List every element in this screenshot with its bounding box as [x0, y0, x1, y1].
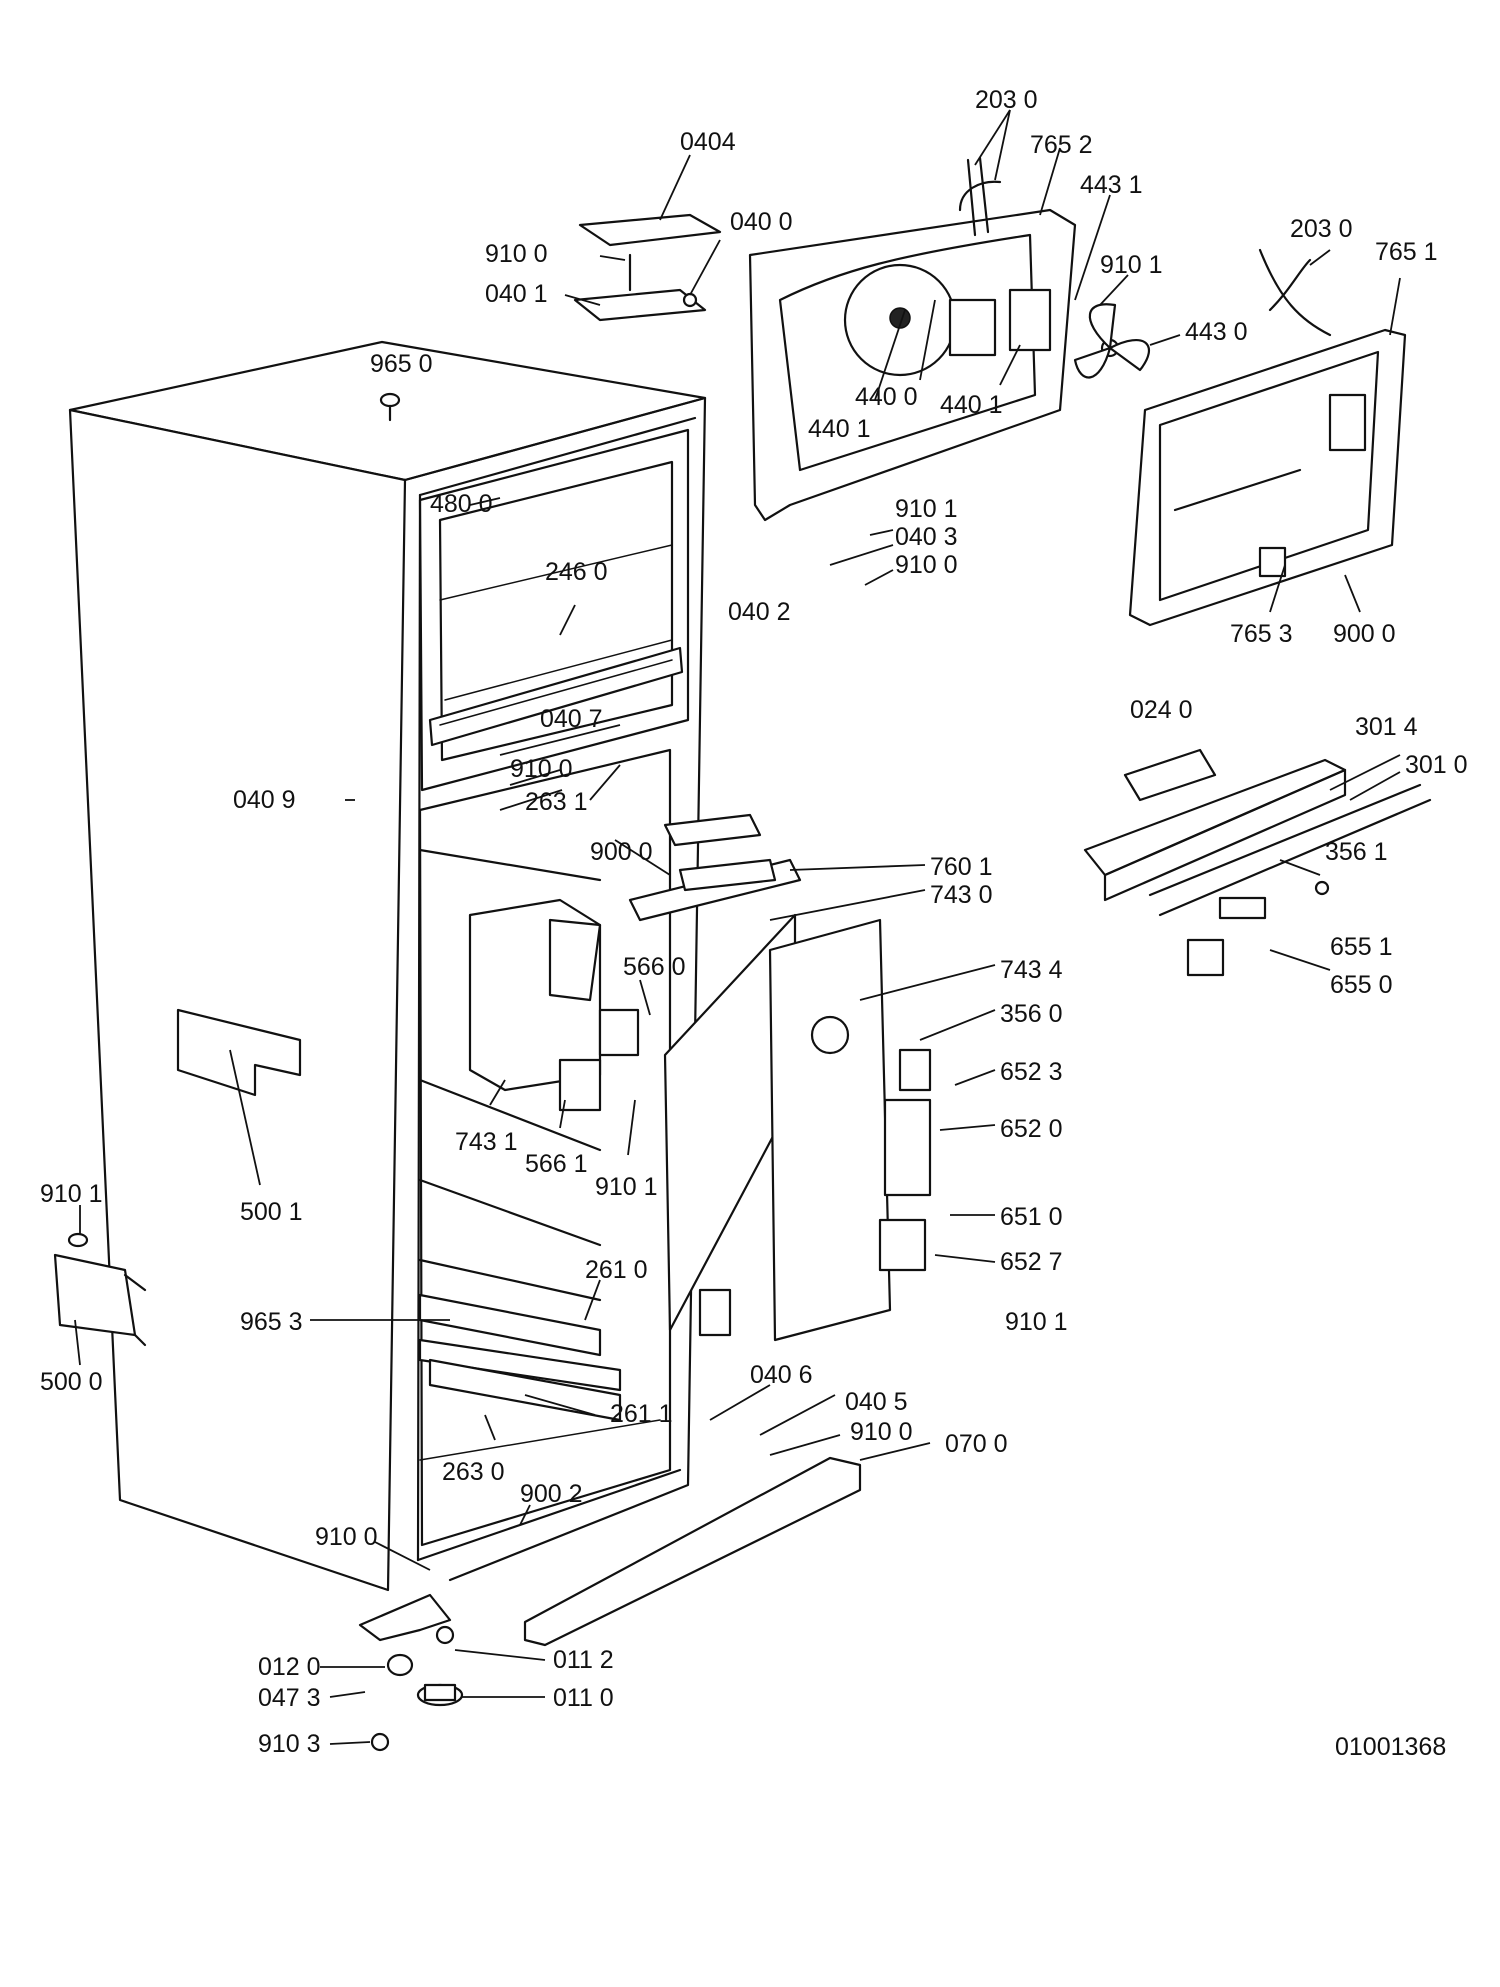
part-label-4430: 443 0	[1185, 318, 1248, 346]
part-label-0473: 047 3	[258, 1684, 321, 1712]
part-label-9100-e: 910 0	[315, 1523, 378, 1551]
part-label-0700: 070 0	[945, 1430, 1008, 1458]
part-label-4401-b: 440 1	[940, 391, 1003, 419]
part-label-4401-a: 440 1	[808, 415, 871, 443]
part-label-9100-d: 910 0	[850, 1418, 913, 1446]
part-label-9101-b: 910 1	[895, 495, 958, 523]
part-label-2030-b: 203 0	[1290, 215, 1353, 243]
top-handle	[573, 213, 722, 322]
part-label-4800: 480 0	[430, 490, 493, 518]
part-label-3014: 301 4	[1355, 713, 1418, 741]
part-label-2611: 261 1	[610, 1400, 673, 1428]
part-label-5661: 566 1	[525, 1150, 588, 1178]
part-label-9002: 900 2	[520, 1480, 583, 1508]
part-label-2630: 263 0	[442, 1458, 505, 1486]
part-label-9653: 965 3	[240, 1308, 303, 1336]
part-label-6523: 652 3	[1000, 1058, 1063, 1086]
part-label-7653: 765 3	[1230, 620, 1293, 648]
part-label-7430: 743 0	[930, 881, 993, 909]
part-label-0120: 012 0	[258, 1653, 321, 1681]
ice-bucket	[468, 898, 640, 1112]
part-label-6510: 651 0	[1000, 1203, 1063, 1231]
part-label-0407: 040 7	[540, 705, 603, 733]
part-label-0400: 040 0	[730, 208, 793, 236]
part-label-0240: 024 0	[1130, 696, 1193, 724]
part-label-6551: 655 1	[1330, 933, 1393, 961]
part-label-0403: 040 3	[895, 523, 958, 551]
part-label-0112: 011 2	[553, 1646, 614, 1674]
part-label-5001: 500 1	[240, 1198, 303, 1226]
part-label-9100-b: 910 0	[895, 551, 958, 579]
part-label-0409: 040 9	[233, 786, 296, 814]
part-label-7601: 760 1	[930, 853, 993, 881]
part-label-9103: 910 3	[258, 1730, 321, 1758]
leveling-foot-icon	[416, 1683, 464, 1707]
part-label-9101-e: 910 1	[1005, 1308, 1068, 1336]
part-label-0402: 040 2	[728, 598, 791, 626]
part-label-2030-a: 203 0	[975, 86, 1038, 114]
part-label-5660: 566 0	[623, 953, 686, 981]
part-label-7652: 765 2	[1030, 131, 1093, 159]
part-label-0406: 040 6	[750, 1361, 813, 1389]
drawing-number: 01001368	[1335, 1733, 1446, 1761]
rating-label	[176, 1008, 302, 1097]
part-label-4400: 440 0	[855, 383, 918, 411]
part-label-9100-a: 910 0	[485, 240, 548, 268]
part-label-6520: 652 0	[1000, 1115, 1063, 1143]
part-label-9000-b: 900 0	[590, 838, 653, 866]
control-bar	[1083, 748, 1432, 977]
part-label-5000: 500 0	[40, 1368, 103, 1396]
part-label-4431: 443 1	[1080, 171, 1143, 199]
part-label-7431: 743 1	[455, 1128, 518, 1156]
part-label-9650: 965 0	[370, 350, 433, 378]
part-label-3561: 356 1	[1325, 838, 1388, 866]
top-screw-icon	[379, 392, 401, 422]
part-label-0110: 011 0	[553, 1684, 614, 1712]
fan-frame	[748, 156, 1077, 522]
cabinet-body	[53, 340, 707, 1592]
part-label-3560: 356 0	[1000, 1000, 1063, 1028]
fan-blade-icon	[1073, 303, 1151, 379]
part-label-9100-c: 910 0	[510, 755, 573, 783]
part-label-7651: 765 1	[1375, 238, 1438, 266]
part-label-9000-a: 900 0	[1333, 620, 1396, 648]
part-label-0401: 040 1	[485, 280, 548, 308]
bottom-hinge	[358, 1593, 455, 1645]
kick-plate	[523, 1456, 862, 1647]
part-label-0405: 040 5	[845, 1388, 908, 1416]
control-housing	[628, 813, 932, 1342]
part-label-7434: 743 4	[1000, 956, 1063, 984]
part-label-6550: 655 0	[1330, 971, 1393, 999]
part-label-9101-c: 910 1	[595, 1173, 658, 1201]
part-labels: 0404 040 0 910 0 040 1 203 0 765 2 443 1…	[40, 86, 1468, 1761]
part-label-9101-a: 910 1	[1100, 251, 1163, 279]
part-label-2460: 246 0	[545, 558, 608, 586]
hinge-pin-icon	[370, 1653, 414, 1752]
part-label-2610: 261 0	[585, 1256, 648, 1284]
part-label-3010: 301 0	[1405, 751, 1468, 779]
part-label-6527: 652 7	[1000, 1248, 1063, 1276]
part-label-0404: 0404	[680, 128, 736, 156]
part-label-2631: 263 1	[525, 788, 588, 816]
door-panel	[1128, 248, 1407, 627]
leader-lines	[74, 109, 1401, 1745]
part-label-9101-d: 910 1	[40, 1180, 103, 1208]
